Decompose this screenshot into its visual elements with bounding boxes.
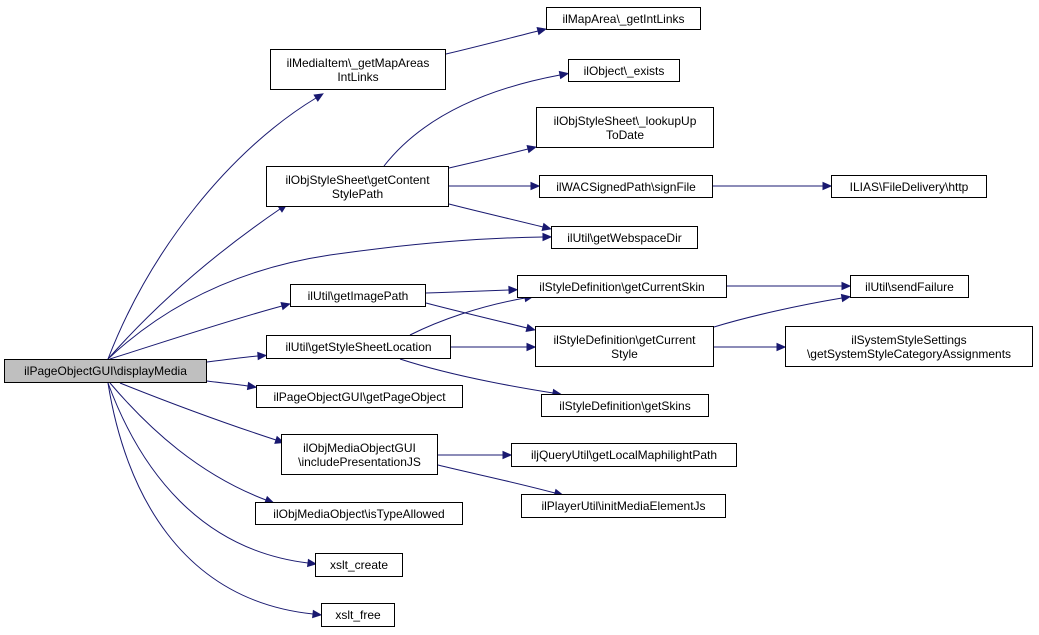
edge-line <box>448 203 544 228</box>
node-object-exists[interactable]: ilObject\_exists <box>568 59 680 82</box>
node-xslt-free[interactable]: xslt_free <box>321 603 395 627</box>
edge-line <box>445 30 539 55</box>
edge-line <box>107 382 314 615</box>
call-edges <box>107 26 852 619</box>
node-style-definition-get-current-skin[interactable]: ilStyleDefinition\getCurrentSkin <box>517 275 727 298</box>
node-style-definition-get-current-style[interactable]: ilStyleDefinition\getCurrent Style <box>535 326 714 367</box>
node-obj-style-sheet-get-content-style-path[interactable]: ilObjStyleSheet\getContent StylePath <box>266 166 449 207</box>
edge-arrowhead <box>841 281 852 291</box>
node-obj-media-object-is-type-allowed[interactable]: ilObjMediaObject\isTypeAllowed <box>255 502 463 525</box>
edge-line <box>109 382 267 501</box>
edge-line <box>713 297 843 328</box>
edge-arrowhead <box>536 26 547 36</box>
edge-arrowhead <box>526 144 537 154</box>
node-wac-signed-path-sign-file[interactable]: ilWACSignedPath\signFile <box>539 175 713 198</box>
edge-imagepath-to-currentskin <box>425 285 519 295</box>
edge-arrowhead <box>312 609 323 619</box>
edge-line <box>399 358 554 394</box>
edge-contentstyle-to-signfile <box>449 181 541 191</box>
edge-presentationjs-to-mediaelement <box>437 464 564 497</box>
edge-line <box>409 297 526 336</box>
node-page-object-gui-display-media: ilPageObjectGUI\displayMedia <box>4 359 207 383</box>
edge-arrowhead <box>558 70 570 80</box>
edge-arrowhead <box>246 381 258 391</box>
node-style-definition-get-skins[interactable]: ilStyleDefinition\getSkins <box>541 394 709 417</box>
node-page-object-gui-get-page-object[interactable]: ilPageObjectGUI\getPageObject <box>256 385 463 408</box>
edge-arrowhead <box>502 450 513 460</box>
edge-line <box>109 305 283 360</box>
node-util-get-image-path[interactable]: ilUtil\getImagePath <box>290 284 426 307</box>
edge-arrowhead <box>526 342 537 352</box>
edge-arrowhead <box>257 351 268 361</box>
edge-line <box>107 382 309 564</box>
edge-root-to-getpageobject <box>206 380 258 391</box>
edge-line <box>425 302 528 329</box>
edge-line <box>383 74 561 167</box>
edge-contentstyle-to-lookup <box>448 144 537 169</box>
edge-root-to-istypeallowed <box>109 382 275 504</box>
edge-mapareas-to-getintlinks <box>445 26 547 55</box>
edge-arrowhead <box>280 302 291 311</box>
node-xslt-create[interactable]: xslt_create <box>315 553 403 577</box>
edge-presentationjs-to-maphilight <box>437 450 513 460</box>
node-media-item-get-map-areas-int-links[interactable]: ilMediaItem\_getMapAreas IntLinks <box>270 49 446 90</box>
node-player-util-init-media-element-js[interactable]: ilPlayerUtil\initMediaElementJs <box>521 494 726 518</box>
edge-arrowhead <box>530 181 541 191</box>
edge-stylesheetloc-to-currentstyle <box>450 342 537 352</box>
edge-currentskin-to-sendfailure <box>726 281 852 291</box>
edge-arrowhead <box>776 342 787 352</box>
node-util-get-webspace-dir[interactable]: ilUtil\getWebspaceDir <box>551 226 698 249</box>
edge-arrowhead <box>306 558 318 568</box>
node-obj-style-sheet-lookup-up-to-date[interactable]: ilObjStyleSheet\_lookupUp ToDate <box>536 107 714 148</box>
edge-contentstyle-to-webspace <box>448 203 552 232</box>
edge-line <box>107 236 544 360</box>
edge-line <box>119 382 277 441</box>
edge-line <box>437 464 556 494</box>
node-map-area-get-int-links[interactable]: ilMapArea\_getIntLinks <box>546 7 701 30</box>
edge-imagepath-to-currentstyle <box>425 302 536 333</box>
edge-currentstyle-to-sendfailure <box>713 293 852 328</box>
node-file-delivery-http[interactable]: ILIAS\FileDelivery\http <box>831 175 987 198</box>
edge-line <box>206 380 249 387</box>
node-jquery-util-get-local-maphilight-path[interactable]: iljQueryUtil\getLocalMaphilightPath <box>511 443 737 467</box>
edge-line <box>107 208 281 360</box>
edge-root-to-mapareas <box>107 93 324 360</box>
edge-arrowhead <box>525 323 536 333</box>
edge-root-to-xsltfree <box>107 382 323 619</box>
node-obj-media-object-gui-include-presentation-js[interactable]: ilObjMediaObjectGUI \includePresentation… <box>281 434 438 475</box>
edge-arrowhead <box>822 181 833 191</box>
node-system-style-settings-get-category-assignments[interactable]: ilSystemStyleSettings \getSystemStyleCat… <box>785 326 1033 367</box>
edge-arrowhead <box>840 293 852 303</box>
edge-root-to-webspace <box>107 232 553 360</box>
edge-signfile-to-http <box>713 181 833 191</box>
edge-root-to-stylesheetloc <box>206 351 268 363</box>
edge-line <box>107 97 317 360</box>
edge-contentstyle-to-exists <box>383 70 570 167</box>
edge-line <box>448 148 529 169</box>
node-util-get-style-sheet-location[interactable]: ilUtil\getStyleSheetLocation <box>266 335 451 359</box>
edge-currentstyle-to-syscat <box>713 342 787 352</box>
edge-root-to-xsltcreate <box>107 382 318 568</box>
node-util-send-failure[interactable]: ilUtil\sendFailure <box>850 275 969 298</box>
edge-arrowhead <box>508 285 519 295</box>
edge-arrowhead <box>313 93 324 102</box>
edge-root-to-imagepath <box>109 302 291 360</box>
edge-line <box>425 289 510 294</box>
edge-arrowhead <box>541 222 552 232</box>
edge-arrowhead <box>542 232 553 242</box>
edge-line <box>206 355 259 363</box>
